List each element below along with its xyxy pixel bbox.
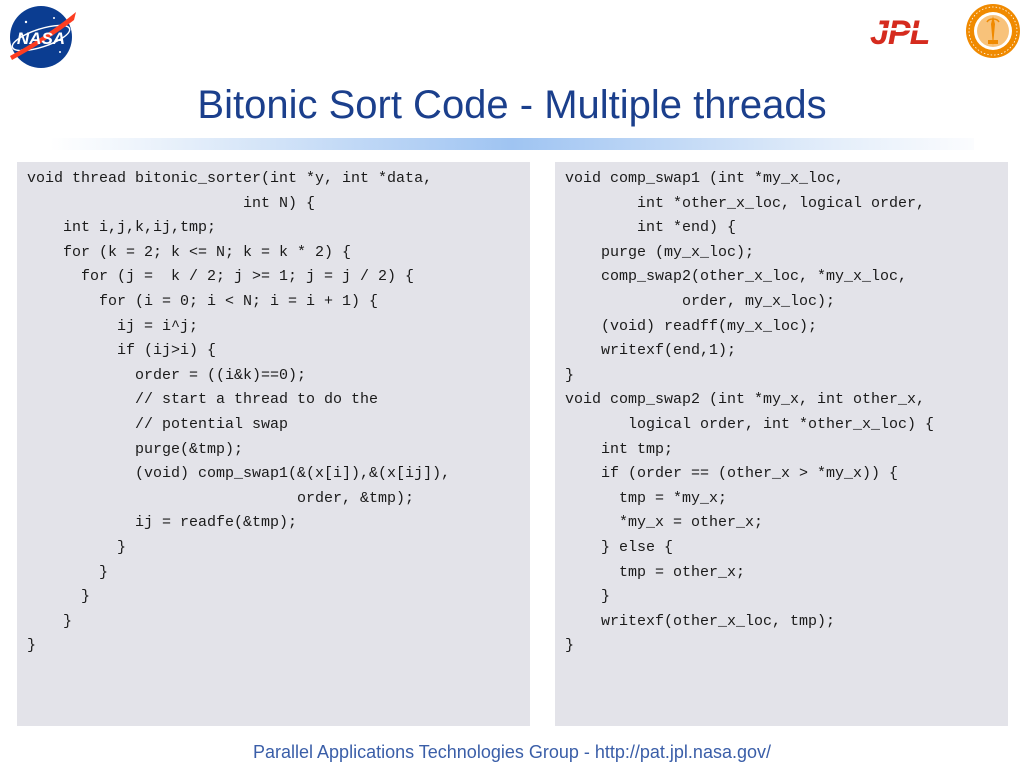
code-line: order, my_x_loc);: [565, 292, 836, 310]
code-line: writexf(other_x_loc, tmp);: [565, 612, 836, 630]
code-line: } else {: [565, 538, 674, 556]
code-line: }: [27, 612, 73, 630]
code-line: for (j = k / 2; j >= 1; j = j / 2) {: [27, 268, 415, 286]
code-line: void thread bitonic_sorter(int *y, int *…: [27, 170, 433, 187]
code-line: tmp = other_x;: [565, 563, 746, 581]
code-line: // start a thread to do the: [27, 391, 379, 409]
code-line: for (i = 0; i < N; i = i + 1) {: [27, 292, 379, 310]
code-line: void comp_swap1 (int *my_x_loc,: [565, 170, 845, 187]
code-line: int *other_x_loc, logical order,: [565, 194, 926, 212]
code-line: }: [565, 637, 575, 655]
code-line: int tmp;: [565, 440, 674, 458]
code-line: purge(&tmp);: [27, 440, 244, 458]
code-line: void comp_swap2 (int *my_x, int other_x,: [565, 391, 926, 409]
code-line: if (ij>i) {: [27, 342, 217, 360]
code-line: ij = i^j;: [27, 317, 199, 335]
code-panel-bitonic-sorter: void thread bitonic_sorter(int *y, int *…: [17, 162, 530, 726]
code-line: }: [27, 637, 37, 655]
code-line: }: [565, 366, 575, 384]
code-line: }: [27, 538, 127, 556]
code-line: }: [27, 563, 109, 581]
code-line: tmp = *my_x;: [565, 489, 728, 507]
code-line: int N) {: [27, 194, 316, 212]
code-line: }: [565, 588, 611, 606]
code-line: logical order, int *other_x_loc) {: [565, 415, 935, 433]
code-line: *my_x = other_x;: [565, 514, 764, 532]
code-line: order, &tmp);: [27, 489, 415, 507]
code-line: order = ((i&k)==0);: [27, 366, 307, 384]
code-line: for (k = 2; k <= N; k = k * 2) {: [27, 243, 352, 261]
caltech-seal-icon: [966, 4, 1020, 58]
jpl-logo: JPL: [868, 14, 960, 52]
code-line: ij = readfe(&tmp);: [27, 514, 298, 532]
jpl-logo-icon: JPL: [870, 14, 958, 52]
nasa-logo-text: NASA: [17, 29, 65, 48]
code-line: (void) readff(my_x_loc);: [565, 317, 818, 335]
jpl-logo-text: JPL: [870, 14, 929, 48]
code-line: if (order == (other_x > *my_x)) {: [565, 465, 899, 483]
code-line: int *end) {: [565, 219, 737, 237]
code-line: purge (my_x_loc);: [565, 243, 755, 261]
code-line: comp_swap2(other_x_loc, *my_x_loc,: [565, 268, 908, 286]
code-line: }: [27, 588, 91, 606]
code-line: (void) comp_swap1(&(x[i]),&(x[ij]),: [27, 465, 451, 483]
code-panel-comp-swap: void comp_swap1 (int *my_x_loc, int *oth…: [555, 162, 1008, 726]
caltech-seal-logo: [964, 2, 1022, 60]
code-line: // potential swap: [27, 415, 289, 433]
slide-footer: Parallel Applications Technologies Group…: [253, 742, 771, 762]
title-divider: [50, 138, 974, 150]
code-line: int i,j,k,ij,tmp;: [27, 219, 217, 237]
code-line: writexf(end,1);: [565, 342, 737, 360]
nasa-meatball-icon: NASA: [10, 6, 76, 68]
slide-title: Bitonic Sort Code - Multiple threads: [197, 83, 827, 127]
nasa-logo: NASA: [4, 4, 78, 70]
